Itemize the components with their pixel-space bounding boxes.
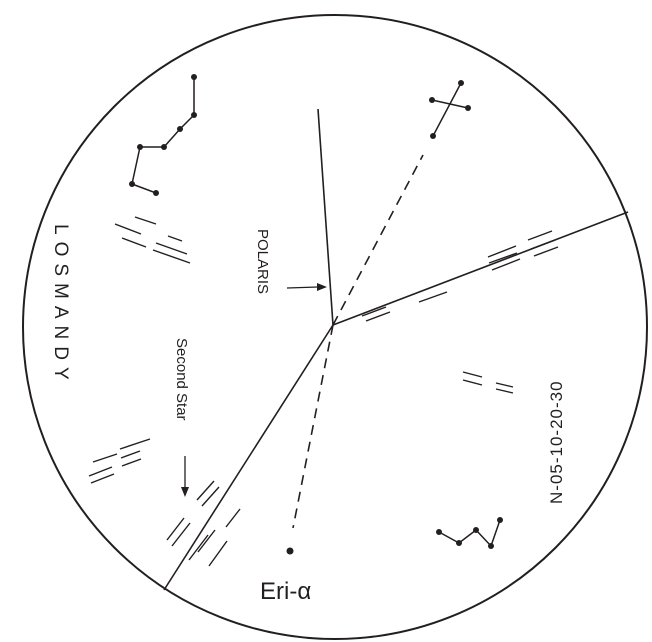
polaris-arrow (287, 283, 327, 291)
upper-right-constellation (429, 80, 471, 139)
second-star-arrow (181, 456, 189, 497)
polaris-label: POLARIS (254, 229, 271, 294)
second-star-label: Second Star (173, 338, 190, 421)
polaris-line (318, 109, 333, 325)
tick-marks-second-star (167, 481, 240, 566)
tick-marks-right-middle (463, 372, 513, 393)
scale-label: N-05-10-20-30 (547, 380, 566, 504)
tick-marks-upper-left (115, 217, 190, 263)
brand-label: LOSMANDY (50, 224, 71, 387)
hour-line-right (333, 212, 628, 325)
dashed-line-upper (333, 155, 423, 325)
eri-alpha-label: Eri-α (260, 578, 311, 605)
big-dipper-constellation (129, 74, 197, 196)
field-of-view-circle (23, 15, 647, 639)
tick-marks-lower-left (89, 439, 150, 483)
eri-alpha-star (287, 548, 294, 555)
lower-right-constellation (436, 517, 503, 549)
